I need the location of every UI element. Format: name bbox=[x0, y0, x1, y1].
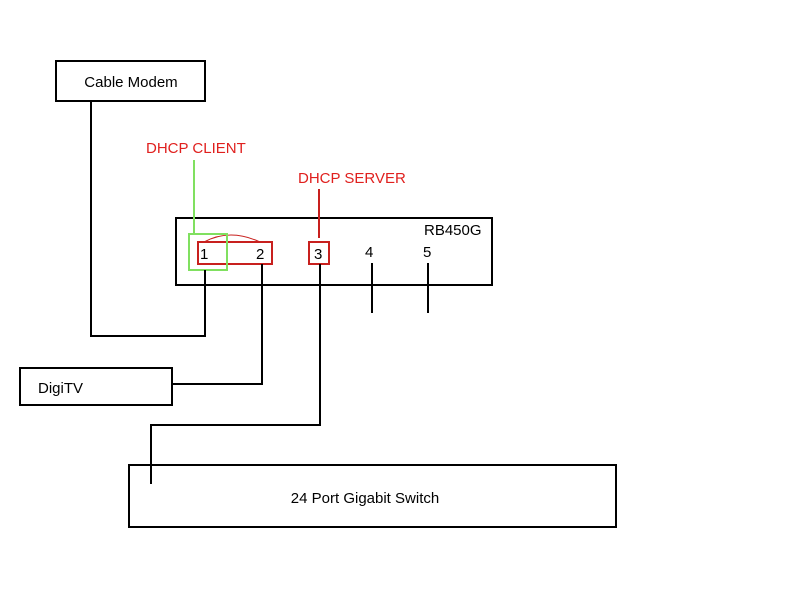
port-bridge-arc bbox=[203, 234, 261, 243]
dhcp-server-label: DHCP SERVER bbox=[298, 170, 406, 187]
router-label: RB450G bbox=[424, 222, 482, 239]
wire-port-2-to-digitv bbox=[169, 264, 263, 385]
port-5-label: 5 bbox=[423, 244, 431, 261]
digitv-node: DigiTV bbox=[19, 367, 173, 406]
port-2-label: 2 bbox=[256, 246, 264, 263]
router-box bbox=[175, 217, 493, 286]
digitv-box bbox=[19, 367, 173, 406]
port-4-label: 4 bbox=[365, 244, 373, 261]
port-1-2-highlight bbox=[197, 241, 273, 265]
cable-modem-label: Cable Modem bbox=[84, 74, 177, 91]
router-node: RB450G 1 2 3 4 5 bbox=[175, 217, 493, 286]
digitv-label: DigiTV bbox=[38, 380, 83, 397]
port-1-highlight bbox=[188, 233, 228, 271]
port-1-label: 1 bbox=[200, 246, 208, 263]
cable-modem-box bbox=[55, 60, 206, 102]
wire-modem-to-port-1 bbox=[90, 101, 206, 337]
dhcp-client-label: DHCP CLIENT bbox=[146, 140, 246, 157]
switch-box bbox=[128, 464, 617, 528]
port-3-label: 3 bbox=[314, 246, 322, 263]
switch-node: 24 Port Gigabit Switch bbox=[128, 464, 617, 528]
switch-label: 24 Port Gigabit Switch bbox=[291, 490, 439, 507]
wire-port-3-to-switch bbox=[150, 264, 321, 484]
cable-modem-node: Cable Modem bbox=[55, 60, 206, 102]
